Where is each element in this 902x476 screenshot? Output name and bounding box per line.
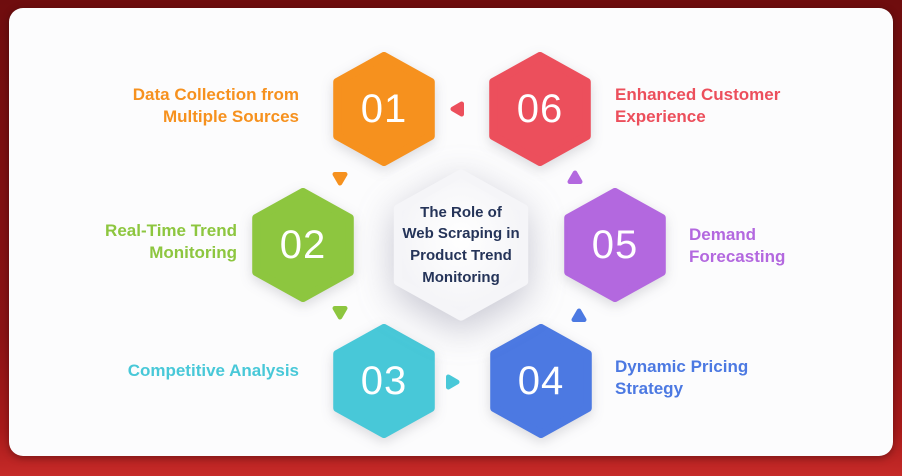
hexagon-shape-06	[489, 52, 591, 167]
hexagon-shape-01	[333, 52, 435, 167]
hexagon-shape-03	[333, 324, 435, 438]
flow-arrow-06-to-01	[449, 100, 467, 118]
label-data-collection: Data Collection from Multiple Sources	[132, 85, 299, 127]
step-number-02: 02	[279, 222, 327, 267]
flow-arrow-04-to-05	[570, 307, 588, 325]
center-hexagon-shape	[393, 169, 529, 321]
center-title-line-3: Product Trend	[410, 247, 512, 264]
label-competitive-analysis: Competitive Analysis	[127, 361, 299, 380]
flow-arrow-01-to-02	[331, 169, 349, 187]
hexagon-step-02: 02	[250, 188, 356, 302]
step-number-01: 01	[360, 86, 408, 131]
label-real-time-trend-monitoring: Real-Time Trend Monitoring	[105, 221, 237, 263]
hexagon-shape-04	[490, 324, 592, 438]
label-dynamic-pricing-strategy: Dynamic Pricing Strategy	[615, 357, 749, 399]
step-number-04: 04	[517, 358, 565, 403]
step-number-03: 03	[360, 358, 408, 403]
hexagon-step-05: 05	[562, 188, 668, 302]
label-demand-forecasting: Demand Forecasting	[689, 225, 786, 267]
center-title: The Role of Web Scraping in Product Tren…	[389, 168, 533, 322]
infographic-card: 01 06 02 05 03	[9, 8, 893, 456]
center-title-line-4: Monitoring	[422, 268, 500, 286]
center-title-line-1: The Role of	[420, 203, 502, 221]
flow-arrow-05-to-06	[566, 169, 584, 187]
label-enhanced-customer-experience: Enhanced Customer Experience	[615, 85, 781, 127]
hexagon-step-03: 03	[331, 324, 437, 438]
hexagon-shape-02	[252, 188, 354, 302]
center-hexagon: The Role of Web Scraping in Product Tren…	[389, 168, 533, 322]
flow-arrow-02-to-03	[331, 303, 349, 321]
flow-arrow-03-to-04	[443, 373, 461, 391]
step-number-05: 05	[591, 222, 639, 267]
hexagon-step-04: 04	[488, 324, 594, 438]
hexagon-shape-05	[564, 188, 666, 302]
center-title-line-2: Web Scraping in	[402, 225, 520, 243]
hexagon-step-06: 06	[487, 52, 593, 167]
hexagon-step-01: 01	[331, 52, 437, 167]
step-number-06: 06	[516, 86, 564, 131]
